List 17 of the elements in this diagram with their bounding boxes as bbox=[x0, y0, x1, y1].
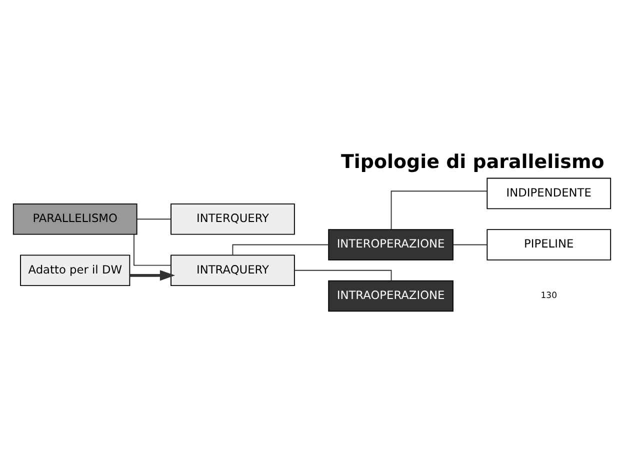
node-box: INTEROPERAZIONE bbox=[328, 228, 454, 260]
node-box: INTRAQUERY bbox=[170, 254, 295, 286]
node-box: PIPELINE bbox=[486, 228, 612, 260]
connector bbox=[294, 269, 392, 281]
connector bbox=[134, 234, 172, 266]
label: 130 bbox=[540, 290, 558, 301]
connector bbox=[136, 218, 172, 220]
node-box: Adatto per il DW bbox=[20, 254, 130, 286]
node-box: INTRAOPERAZIONE bbox=[328, 280, 454, 312]
connector bbox=[452, 244, 488, 245]
node-box: PARALLELISMO bbox=[12, 202, 138, 234]
diagram-title: Tipologie di parallelismo bbox=[340, 150, 604, 172]
arrow bbox=[130, 270, 176, 280]
node-box: INTERQUERY bbox=[170, 202, 295, 234]
connector bbox=[232, 244, 329, 256]
connector bbox=[390, 190, 488, 230]
node-box: INDIPENDENTE bbox=[486, 177, 612, 209]
